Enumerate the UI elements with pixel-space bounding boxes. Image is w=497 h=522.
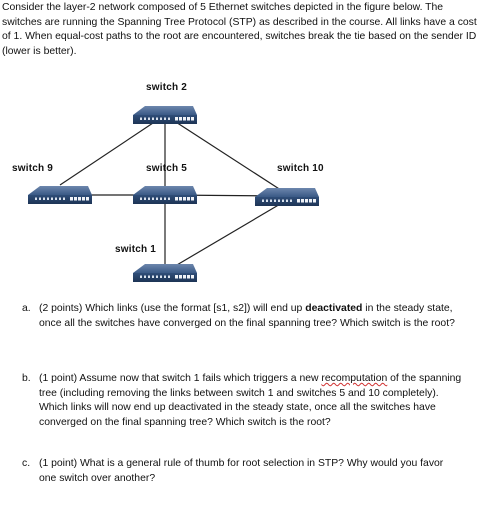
switch-1-label: switch 1	[115, 244, 157, 255]
network-diagram	[28, 106, 319, 282]
switch-1-device	[133, 264, 197, 282]
question-c: c. (1 point) What is a general rule of t…	[22, 457, 462, 486]
question-c-text: (1 point) What is a general rule of thum…	[39, 458, 444, 484]
question-a-marker: a.	[22, 303, 31, 314]
intro-paragraph: Consider the layer-2 network composed of…	[2, 2, 477, 57]
switch-9-device	[28, 186, 92, 204]
switch-2-label: switch 2	[146, 82, 188, 93]
link-s2-s10	[164, 114, 288, 195]
question-b-marker: b.	[22, 373, 31, 384]
question-a-text-start: (2 points) Which links (use the format […	[39, 303, 306, 314]
switch-2-device	[133, 106, 197, 124]
switch-5-device	[133, 186, 197, 204]
question-b-spellcheck-word: recomputation	[321, 373, 388, 384]
question-a-text-end: in the steady state, once all the switch…	[39, 303, 455, 329]
question-b: b. (1 point) Assume now that switch 1 fa…	[22, 372, 462, 430]
link-s2-s9	[59, 114, 166, 186]
link-s1-s10	[164, 199, 288, 273]
switch-9-label: switch 9	[12, 163, 54, 174]
question-a: a. (2 points) Which links (use the forma…	[22, 302, 462, 331]
question-b-text-start: (1 point) Assume now that switch 1 fails…	[39, 373, 322, 384]
question-b-text-end: of the spanning tree (including removing…	[39, 373, 462, 428]
question-c-marker: c.	[22, 458, 31, 469]
question-a-emphasis: deactivated	[305, 303, 363, 314]
switch-5-label: switch 5	[146, 163, 188, 174]
switch-10-device	[255, 188, 319, 206]
switch-10-label: switch 10	[277, 163, 324, 174]
